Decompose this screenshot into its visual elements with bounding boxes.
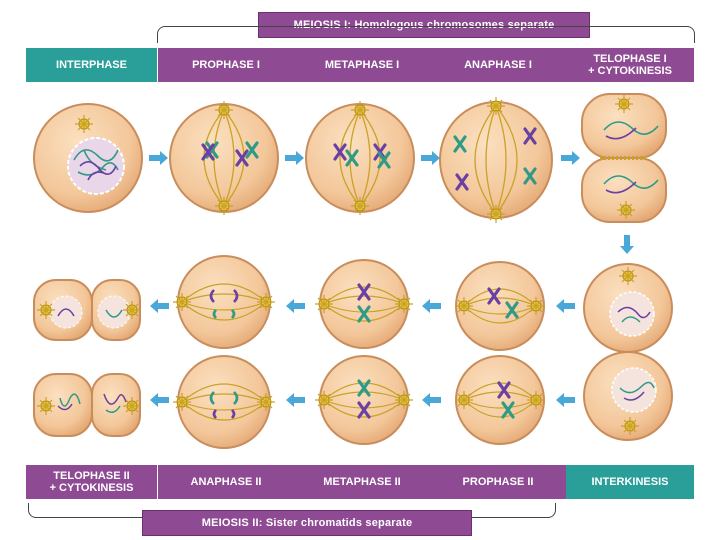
telophase-i-line2: + CYTOKINESIS [588,65,672,77]
anaphase-ii-cell-a [172,255,276,349]
stage-telophase-ii: TELOPHASE II + CYTOKINESIS [26,465,158,499]
stage-prophase-i: PROPHASE I [158,48,294,82]
stage-metaphase-ii: METAPHASE II [294,465,430,499]
metaphase-ii-cell-b [314,355,414,445]
prophase-ii-cell-b [454,355,546,445]
metaphase-ii-cell-a [314,259,414,349]
interkinesis-cell-b [583,351,673,441]
meiosis-ii-label: MEIOSIS II: Sister chromatids separate [142,510,472,536]
telophase-i-line1: TELOPHASE I [593,53,667,65]
stage-telophase-i: TELOPHASE I + CYTOKINESIS [566,48,694,82]
stage-interphase: INTERPHASE [26,48,158,82]
stage-interkinesis: INTERKINESIS [566,465,694,499]
stage-metaphase-i: METAPHASE I [294,48,430,82]
stage-prophase-ii: PROPHASE II [430,465,566,499]
meiosis-ii-stage-band: TELOPHASE II + CYTOKINESIS ANAPHASE II M… [26,465,694,499]
prophase-i-cell [169,100,279,216]
anaphase-i-cell [439,96,553,224]
telophase-ii-line2: + CYTOKINESIS [49,482,134,494]
arrow-down [620,235,634,254]
stage-anaphase-ii: ANAPHASE II [158,465,294,499]
telophase-i-cells [581,93,667,223]
prophase-ii-cell-a [454,261,546,351]
interphase-cell [33,103,143,213]
stage-anaphase-i: ANAPHASE I [430,48,566,82]
anaphase-ii-cell-b [172,355,276,449]
interkinesis-cell-a [583,263,673,353]
meiosis-i-stage-band: INTERPHASE PROPHASE I METAPHASE I ANAPHA… [26,48,694,82]
meiosis-i-label: MEIOSIS I: Homologous chromosomes separa… [258,12,590,38]
telophase-ii-cells-a [33,279,142,341]
meiosis-i-bracket [157,26,695,43]
telophase-ii-cells-b [33,373,142,437]
telophase-ii-line1: TELOPHASE II [53,470,130,482]
metaphase-i-cell [305,100,415,216]
